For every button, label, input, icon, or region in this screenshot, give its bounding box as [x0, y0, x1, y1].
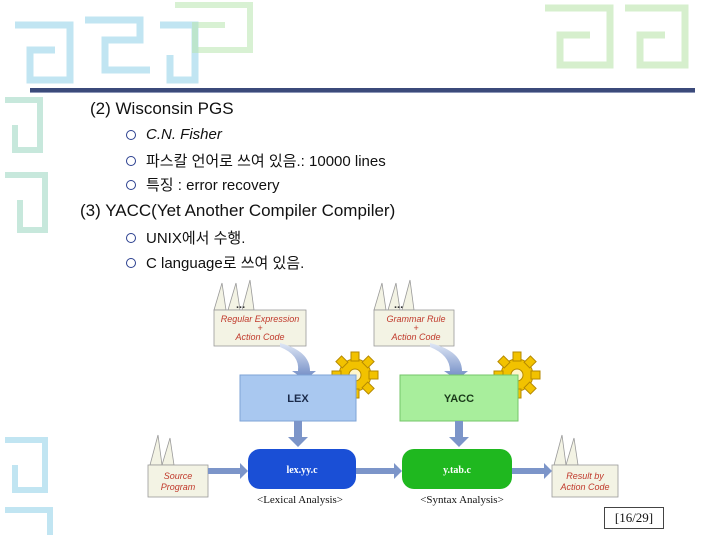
lex-yacc-diagram: ... Regular Expression + Action Code ...…	[147, 279, 619, 506]
maze-pattern-left	[5, 97, 48, 233]
bullet-circle-icon	[126, 129, 136, 140]
section-3-title: (3) YACC(Yet Another Compiler Compiler)	[80, 201, 396, 220]
bullet-circle-icon	[126, 257, 136, 268]
maze-pattern-top-right	[545, 4, 689, 69]
lex-output-box	[248, 449, 356, 489]
result-document-icon	[551, 434, 619, 498]
bullet-item: C.N. Fisher	[126, 126, 222, 143]
arrow-lex-to-yacc-icon	[356, 463, 402, 479]
bullet-item: C language로 쓰여 있음.	[126, 252, 304, 273]
header-rule	[30, 88, 695, 92]
bullet-text: 파스칼 언어로 쓰여 있음.: 10000 lines	[146, 153, 386, 170]
bullet-item: 파스칼 언어로 쓰여 있음.: 10000 lines	[126, 150, 386, 171]
bullet-item: 특징 : error recovery	[126, 174, 279, 195]
lexical-analysis-caption: <Lexical Analysis>	[257, 494, 343, 506]
bullet-text: 특징 : error recovery	[146, 177, 280, 194]
page-number: [16/29]	[604, 507, 664, 529]
right-doc-plus: +	[413, 323, 418, 333]
arrow-yacc-to-result-icon	[512, 463, 552, 479]
right-doc-line1: Grammar Rule	[386, 314, 445, 324]
left-doc-dots: ...	[236, 299, 245, 311]
result-line1: Result by	[566, 471, 604, 481]
left-doc-line2: Action Code	[234, 332, 284, 342]
curved-arrow-to-yacc-icon	[430, 343, 468, 380]
maze-pattern-top-center	[175, 2, 253, 53]
source-line1: Source	[164, 471, 193, 481]
lex-output-label: lex.yy.c	[286, 465, 318, 476]
arrow-down-yacc-icon	[449, 421, 469, 447]
lex-label: LEX	[287, 393, 309, 405]
bullet-item: UNIX에서 수행.	[126, 227, 245, 248]
result-line2: Action Code	[559, 482, 609, 492]
regular-expression-document-icon	[213, 279, 307, 347]
source-program-document-icon	[147, 434, 209, 498]
syntax-analysis-caption: <Syntax Analysis>	[420, 494, 504, 506]
left-doc-line1: Regular Expression	[221, 314, 300, 324]
grammar-rule-document-icon	[373, 279, 455, 347]
yacc-label: YACC	[444, 393, 474, 405]
yacc-output-box	[402, 449, 512, 489]
source-line2: Program	[161, 482, 196, 492]
bullet-text: C language로 쓰여 있음.	[146, 255, 305, 272]
right-doc-dots: ...	[394, 299, 403, 311]
yacc-box	[399, 374, 519, 422]
left-doc-plus: +	[257, 323, 262, 333]
yacc-output-label: y.tab.c	[443, 465, 471, 476]
section-2-title: (2) Wisconsin PGS	[90, 99, 234, 118]
right-doc-line2: Action Code	[390, 332, 440, 342]
bullet-circle-icon	[126, 155, 136, 166]
maze-pattern-top-left	[15, 16, 199, 84]
lex-box	[239, 374, 357, 422]
bullet-circle-icon	[126, 179, 136, 190]
arrow-source-to-lex-icon	[208, 463, 248, 479]
curved-arrow-to-lex-icon	[280, 343, 316, 380]
header-rule-thin	[30, 92, 695, 93]
bullet-circle-icon	[126, 232, 136, 243]
bullet-text: UNIX에서 수행.	[146, 230, 246, 247]
arrow-down-lex-icon	[288, 421, 308, 447]
bullet-text: C.N. Fisher	[146, 126, 222, 143]
maze-pattern-bottom-left	[5, 437, 53, 535]
